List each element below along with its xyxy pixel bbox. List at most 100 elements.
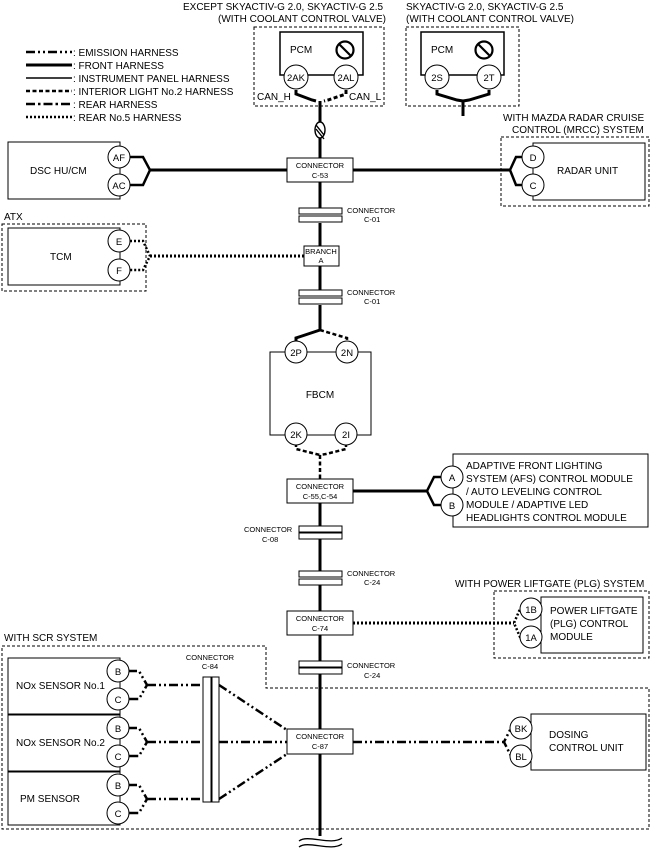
- svg-text:2I: 2I: [342, 430, 350, 441]
- pcm-right-module: PCM 2S 2T: [420, 31, 505, 90]
- svg-text:2AL: 2AL: [338, 73, 355, 84]
- legend-label-front: : FRONT HARNESS: [73, 61, 164, 72]
- fbcm-module: FBCM 2P 2N 2K 2I: [269, 340, 372, 446]
- svg-text:CONNECTOR: CONNECTOR: [347, 288, 396, 297]
- connector-c24-lower: CONNECTOR C-24: [298, 660, 396, 680]
- pin-2t: [476, 64, 502, 90]
- svg-text:CONNECTOR: CONNECTOR: [186, 653, 235, 662]
- pcm-left-label: PCM: [290, 45, 312, 56]
- svg-text:A: A: [449, 473, 456, 484]
- fbcm-label: FBCM: [306, 390, 334, 401]
- pcm-right-variant-box: [405, 26, 520, 107]
- connector-c24-upper: CONNECTOR C-24: [298, 569, 396, 587]
- nox-sensor-1: NOx SENSOR No.1 B C: [7, 657, 130, 715]
- wire-break-symbol: [298, 837, 343, 842]
- svg-text:BL: BL: [515, 752, 527, 763]
- pcm-right-label: PCM: [431, 45, 453, 56]
- svg-text:CONNECTOR: CONNECTOR: [347, 206, 396, 215]
- legend-label-rear5: : REAR No.5 HARNESS: [73, 113, 182, 124]
- svg-text:2P: 2P: [290, 348, 302, 359]
- svg-text:BK: BK: [515, 724, 528, 735]
- svg-text:MODULE: MODULE: [550, 632, 593, 643]
- pin-af: [107, 145, 131, 169]
- svg-text:CONNECTOR: CONNECTOR: [347, 569, 396, 578]
- pcm-left-header-line2: (WITH COOLANT CONTROL VALVE): [218, 14, 386, 25]
- svg-text:C: C: [115, 809, 122, 820]
- svg-text:A: A: [318, 256, 323, 265]
- pcm-left-header-line1: EXCEPT SKYACTIV-G 2.0, SKYACTIV-G 2.5: [183, 2, 384, 13]
- svg-text:2T: 2T: [483, 73, 494, 84]
- pin-e: [107, 229, 131, 253]
- connector-c84: CONNECTOR C-84: [186, 653, 235, 803]
- pin-a: [440, 465, 464, 489]
- svg-text:CONNECTOR: CONNECTOR: [296, 482, 345, 491]
- pin-b: [440, 493, 464, 517]
- svg-text:1B: 1B: [525, 605, 537, 616]
- scr-header: WITH SCR SYSTEM: [4, 633, 97, 644]
- svg-text:C-87: C-87: [312, 742, 328, 751]
- svg-text:CONNECTOR: CONNECTOR: [347, 661, 396, 670]
- nox-sensor-2: NOx SENSOR No.2 B C: [7, 714, 130, 772]
- svg-text:CONNECTOR: CONNECTOR: [244, 525, 293, 534]
- connector-c01-lower: CONNECTOR C-01: [298, 288, 396, 306]
- svg-text:/ AUTO LEVELING CONTROL: / AUTO LEVELING CONTROL: [466, 487, 602, 498]
- connector-c08: CONNECTOR C-08: [244, 525, 343, 544]
- twisted-pair-symbol: [314, 121, 326, 140]
- svg-text:2K: 2K: [290, 430, 302, 441]
- svg-text:BRANCH: BRANCH: [305, 247, 337, 256]
- svg-text:C: C: [115, 752, 122, 763]
- dsc-hu-cm-module: DSC HU/CM AF AC: [7, 141, 131, 200]
- svg-text:C: C: [115, 695, 122, 706]
- pcm-right-header-line2: (WITH COOLANT CONTROL VALVE): [406, 14, 574, 25]
- svg-text:NOx SENSOR No.1: NOx SENSOR No.1: [16, 681, 105, 692]
- svg-text:D: D: [530, 153, 537, 164]
- pin-c: [521, 173, 545, 197]
- connector-c87: CONNECTOR C-87: [286, 728, 354, 755]
- afs-control-module: ADAPTIVE FRONT LIGHTING SYSTEM (AFS) CON…: [440, 453, 649, 528]
- connector-c55-c54: CONNECTOR C-55,C-54: [286, 478, 354, 504]
- svg-text:C-01: C-01: [364, 215, 380, 224]
- dsc-label: DSC HU/CM: [30, 166, 87, 177]
- pcm-right-header-line1: SKYACTIV-G 2.0, SKYACTIV-G 2.5: [406, 2, 564, 13]
- radar-label: RADAR UNIT: [557, 166, 618, 177]
- svg-text:C-24: C-24: [364, 671, 380, 680]
- legend: : EMISSION HARNESS : FRONT HARNESS : INS…: [26, 48, 234, 124]
- atx-option-box: [1, 223, 147, 292]
- svg-text:NOx SENSOR No.2: NOx SENSOR No.2: [16, 738, 105, 749]
- legend-label-emission: : EMISSION HARNESS: [73, 48, 179, 59]
- svg-text:C-84: C-84: [202, 662, 218, 671]
- mrcc-header-line1: WITH MAZDA RADAR CRUISE: [503, 113, 644, 124]
- svg-text:C-08: C-08: [262, 535, 278, 544]
- svg-text:B: B: [449, 501, 455, 512]
- tcm-module: TCM E F: [7, 227, 131, 286]
- connector-branch-a: BRANCH A: [303, 245, 340, 267]
- connector-c74: CONNECTOR C-74: [286, 610, 354, 636]
- svg-text:F: F: [116, 266, 122, 277]
- pcm-left-module: PCM 2AK 2AL CAN_H CAN_L: [257, 31, 382, 103]
- svg-text:DOSING: DOSING: [549, 730, 589, 741]
- legend-label-interior: : INTERIOR LIGHT No.2 HARNESS: [73, 87, 234, 98]
- svg-text:AF: AF: [113, 153, 125, 164]
- wiring: [128, 90, 531, 836]
- svg-text:B: B: [115, 667, 121, 678]
- svg-text:E: E: [116, 237, 122, 248]
- pin-1b: [519, 597, 543, 621]
- plg-header: WITH POWER LIFTGATE (PLG) SYSTEM: [455, 579, 644, 590]
- pin-2k: [284, 422, 308, 446]
- prohibited-icon: [474, 40, 494, 60]
- svg-text:AC: AC: [112, 181, 125, 192]
- atx-header: ATX: [4, 212, 23, 223]
- connector-c53: CONNECTOR C-53: [286, 157, 354, 183]
- plg-control-module: POWER LIFTGATE (PLG) CONTROL MODULE 1B 1…: [519, 596, 644, 654]
- svg-text:CONTROL UNIT: CONTROL UNIT: [549, 743, 624, 754]
- legend-label-rear: : REAR HARNESS: [73, 100, 158, 111]
- connector-c01-upper: CONNECTOR C-01: [298, 206, 396, 224]
- pin-2p: [284, 340, 308, 364]
- svg-text:MODULE / ADAPTIVE LED: MODULE / ADAPTIVE LED: [466, 500, 588, 511]
- legend-label-instrument: : INSTRUMENT PANEL HARNESS: [73, 74, 230, 85]
- pin-1a: [519, 625, 543, 649]
- can-h-label: CAN_H: [257, 92, 291, 103]
- svg-text:C-55,C-54: C-55,C-54: [303, 492, 338, 501]
- pin-d: [521, 145, 545, 169]
- radar-unit-module: RADAR UNIT D C: [521, 142, 646, 201]
